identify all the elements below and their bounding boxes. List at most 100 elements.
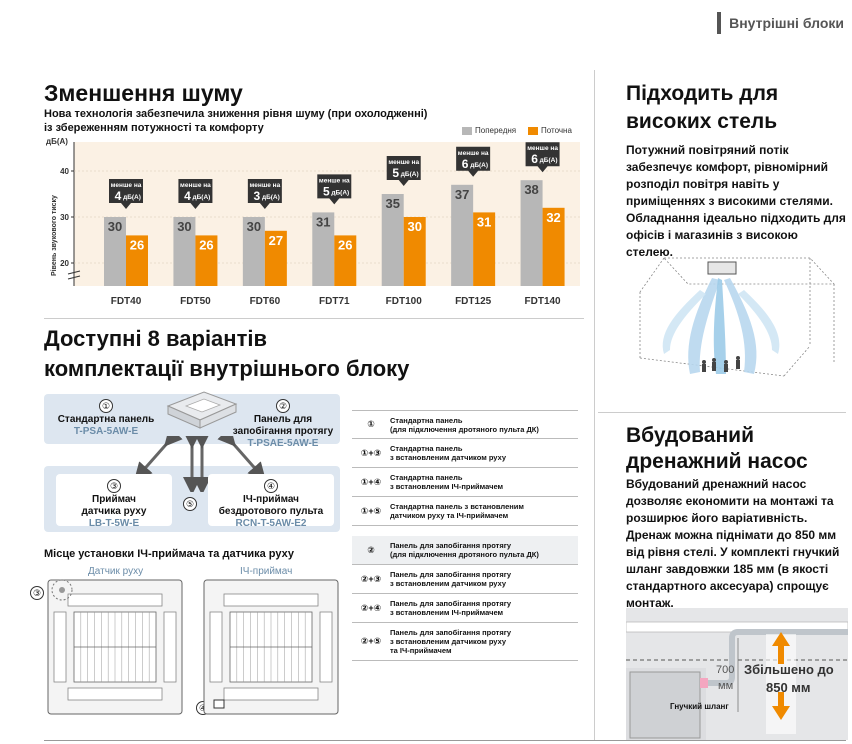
y-tick-label-40: 40 [60, 167, 69, 176]
motion-sensor-marker [51, 579, 73, 601]
pump-title-1: Вбудований [626, 424, 754, 447]
variant-desc-line: з встановленим ІЧ-приймачем [390, 608, 504, 617]
variant-code: ②+⑤ [360, 636, 382, 646]
caption-motion-sensor: Датчик руху [88, 566, 144, 577]
mark-motion: ③ [30, 583, 44, 601]
x-tick-label-FDT40: FDT40 [111, 296, 142, 307]
variant-desc: Стандартна панель(для підключення дротян… [390, 413, 578, 437]
paragraph-line: стандартного аксесуара) спрощує [626, 579, 829, 593]
increase-text-2: 850 мм [766, 680, 811, 695]
pump-title-2: дренажний насос [626, 450, 808, 473]
kit-standard-label: Стандартна панель [57, 414, 155, 425]
variant-desc-line: Панель для запобігання протягу [390, 599, 511, 608]
badge-word-FDT71: менше на [319, 177, 350, 184]
install-title: Місце установки ІЧ-приймача та датчика р… [44, 548, 294, 560]
ir-receiver-marker [213, 699, 225, 709]
paragraph-line: стелею. [626, 245, 673, 259]
category-label: Внутрішні блоки [729, 15, 844, 31]
label-curr-FDT71: 26 [338, 237, 352, 252]
badge-shape-FDT71 [317, 174, 352, 205]
kit-draft-panel: ② Панель для запобігання протягу T-PSAE-… [228, 396, 338, 449]
label-curr-FDT125: 31 [477, 214, 491, 229]
badge-value-FDT40: 4 [115, 189, 122, 203]
variant-code: ①+④ [360, 476, 382, 487]
mark-motion-num: ③ [30, 586, 44, 600]
legend-curr-swatch [528, 126, 538, 135]
indoor-unit-image [166, 391, 238, 429]
paragraph-line: приміщеннях з високими стелями. [626, 194, 833, 208]
kit-draft-label-1: Панель для [253, 414, 313, 425]
bottom-rule [44, 740, 846, 741]
badge-shape-FDT60 [247, 179, 282, 209]
increase-text-1: Збільшено до [744, 662, 834, 677]
legend-prev-label: Попередня [475, 126, 517, 135]
badge-value-FDT140: 6 [531, 152, 538, 166]
badge-word-FDT100: менше на [388, 159, 419, 166]
variant-code: ②+④ [360, 602, 382, 613]
x-tick-label-FDT125: FDT125 [455, 296, 492, 307]
x-tick-label-FDT50: FDT50 [180, 296, 211, 307]
label-prev-FDT100: 35 [385, 196, 399, 211]
variant-desc-line: Стандартна панель [390, 473, 463, 482]
badge-word-FDT50: менше на [180, 182, 211, 189]
variant-desc-line: Панель для запобігання протягу [390, 628, 511, 637]
variant-desc-line: з встановленим датчиком руху [390, 637, 507, 646]
paragraph-line: дозволяє економити на монтажі та [626, 494, 834, 508]
badge-unit-FDT50: дБ(А) [193, 194, 211, 201]
noise-subtitle-2: із збереженням потужності та комфорту [44, 122, 264, 134]
section-divider-right [598, 412, 846, 413]
badge-unit-FDT60: дБ(А) [262, 194, 280, 201]
badge-shape-FDT140 [525, 142, 560, 173]
label-curr-FDT50: 26 [199, 237, 213, 252]
kit-ir-receiver: ④ ІЧ-приймач бездротового пульта RCN-T-5… [208, 474, 334, 529]
x-tick-label-FDT100: FDT100 [386, 296, 423, 307]
variant-desc-line: Стандартна панель [390, 444, 463, 453]
label-prev-FDT125: 37 [455, 187, 469, 202]
bar-prev-FDT125 [451, 184, 474, 286]
badge-value-FDT125: 6 [462, 157, 469, 171]
badge-unit-FDT71: дБ(А) [331, 189, 349, 196]
kits-title-1: Доступні 8 варіантів [44, 326, 267, 351]
section-divider-left [44, 318, 584, 319]
bar-curr-FDT60 [264, 230, 287, 286]
paragraph-line: шланг завдовжки 185 мм (в якості [626, 562, 829, 576]
motion-sensor-dot [59, 587, 65, 593]
bar-prev-FDT100 [381, 194, 404, 286]
noise-subtitle-1: Нова технологія забезпечила зниження рів… [44, 108, 428, 120]
paragraph-line: Обладнання ідеально підходить для [626, 211, 846, 225]
variant-code: ②+③ [360, 573, 382, 584]
paragraph-line: Потужний повітряний потік [626, 143, 789, 157]
kit-draft-code: T-PSAE-5AW-E [247, 438, 319, 449]
ceiling-title-2: високих стель [626, 110, 778, 133]
kit-num-5: ⑤ [183, 497, 197, 511]
label-curr-FDT140: 32 [546, 210, 560, 225]
legend-prev-swatch [462, 126, 472, 135]
kit-num-3: ③ [107, 479, 121, 493]
kit-arrows [134, 436, 266, 492]
bar-prev-FDT140 [520, 180, 543, 286]
install-panels-image [47, 579, 339, 715]
y-unit-label: дБ(А) [46, 137, 68, 146]
variant-desc-line: Панель для запобігання протягу [390, 541, 511, 550]
y-tick-label-30: 30 [60, 213, 69, 222]
category-tag: Внутрішні блоки [717, 10, 844, 36]
legend-prev: Попередня [462, 126, 516, 135]
bar-curr-FDT50 [195, 235, 218, 286]
